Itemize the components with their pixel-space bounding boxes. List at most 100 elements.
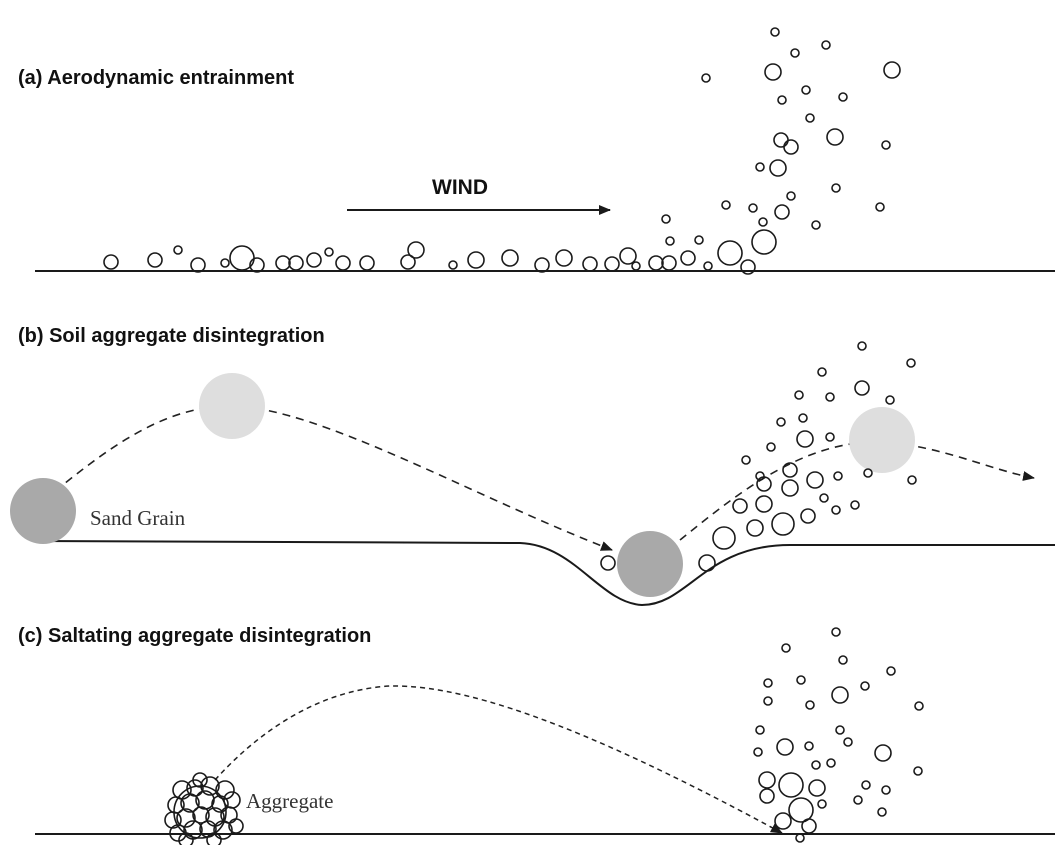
panel-c: (c) Saltating aggregate disintegration A…	[18, 625, 1055, 845]
fragment-particle	[774, 812, 792, 830]
sand-particle	[748, 203, 758, 213]
aggregate-particle	[178, 832, 194, 845]
fragment-particle	[758, 771, 776, 789]
fragment-particle	[831, 686, 849, 704]
sand-particle	[774, 204, 790, 220]
fragment-particle	[825, 432, 835, 442]
fragment-particle	[907, 475, 917, 485]
fragment-particles	[753, 627, 924, 843]
fragment-particle	[796, 430, 814, 448]
fragment-particle	[759, 788, 775, 804]
fragment-particle	[886, 666, 896, 676]
sand-particle	[680, 250, 696, 266]
aggregate-particle	[176, 808, 196, 828]
fragment-particle	[798, 413, 808, 423]
sand-particle	[324, 247, 334, 257]
sand-particle	[534, 257, 550, 273]
fragment-particle	[877, 807, 887, 817]
aggregate-particle	[206, 832, 222, 845]
fragment-particle	[857, 341, 867, 351]
sand-particle	[701, 73, 711, 83]
fragment-particle	[788, 797, 814, 823]
sand-particle	[838, 92, 848, 102]
sand-particle	[770, 27, 780, 37]
sand-particle	[190, 257, 206, 273]
fragment-particle	[817, 799, 827, 809]
fragment-particle	[860, 681, 870, 691]
sand-particle	[703, 261, 713, 271]
sand-particle	[555, 249, 573, 267]
sand-particle	[769, 159, 787, 177]
fragment-particle	[863, 468, 873, 478]
sand-particle	[661, 214, 671, 224]
sand-particle	[103, 254, 119, 270]
fragment-particle	[885, 395, 895, 405]
fragment-particle	[825, 392, 835, 402]
sand-grain-start	[10, 478, 76, 544]
entrained-particles	[103, 27, 901, 275]
aggregate-particle	[215, 780, 235, 800]
aggregate-particle	[195, 790, 215, 810]
panel-b-title: (b) Soil aggregate disintegration	[18, 325, 325, 347]
aggregate-particle	[200, 776, 220, 796]
fragment-particle	[755, 471, 765, 481]
fragment-particle	[776, 417, 786, 427]
sand-particle	[619, 247, 637, 265]
fragment-particle	[766, 442, 776, 452]
sand-particle	[173, 245, 183, 255]
fragment-particle	[826, 758, 836, 768]
fragment-particle	[753, 747, 763, 757]
fragment-particle	[741, 455, 751, 465]
fragment-particle	[850, 500, 860, 510]
fragment-particle	[833, 471, 843, 481]
aggregate-particle	[228, 818, 244, 834]
sand-particle	[359, 255, 375, 271]
sand-particle	[801, 85, 811, 95]
sand-particle	[717, 240, 743, 266]
panel-b: (b) Soil aggregate disintegration Sand G…	[10, 325, 1055, 607]
sand-particle	[758, 217, 768, 227]
fragment-particle	[835, 725, 845, 735]
fragment-particle	[861, 780, 871, 790]
sand-particle	[288, 255, 304, 271]
fragment-particle	[819, 493, 829, 503]
sand-particle	[751, 229, 777, 255]
fragment-particle	[874, 744, 892, 762]
sand-particle	[883, 61, 901, 79]
grain-trajectory-out	[679, 441, 1035, 541]
sand-particle	[661, 255, 677, 271]
fragment-particle	[913, 766, 923, 776]
sand-particle	[755, 162, 765, 172]
fragment-particle	[800, 508, 816, 524]
sand-particle	[448, 260, 458, 270]
fragment-particle	[763, 696, 773, 706]
sand-particle	[407, 241, 425, 259]
sand-particle	[821, 40, 831, 50]
sand-particle	[604, 256, 620, 272]
fragment-particle	[782, 462, 798, 478]
sand-particle	[582, 256, 598, 272]
aggregate-trajectory	[214, 685, 783, 834]
sand-particle	[790, 48, 800, 58]
fragment-particle	[771, 512, 795, 536]
fragment-particle	[776, 738, 794, 756]
sand-particle	[335, 255, 351, 271]
sand-particle	[467, 251, 485, 269]
sand-particle	[875, 202, 885, 212]
fragment-particle	[838, 655, 848, 665]
sand-particle	[249, 257, 265, 273]
fragment-particle	[794, 390, 804, 400]
fragment-particle	[755, 495, 773, 513]
aggregate-particle	[213, 820, 233, 840]
panel-a-title: (a) Aerodynamic entrainment	[18, 67, 294, 89]
fragment-particle	[778, 772, 804, 798]
fragment-particle	[853, 795, 863, 805]
fragment-particle	[746, 519, 764, 537]
sand-particle	[826, 128, 844, 146]
sand-grain-impact	[617, 531, 683, 597]
fragment-particle	[712, 526, 736, 550]
fragment-particle	[781, 643, 791, 653]
fragment-particle	[808, 779, 826, 797]
